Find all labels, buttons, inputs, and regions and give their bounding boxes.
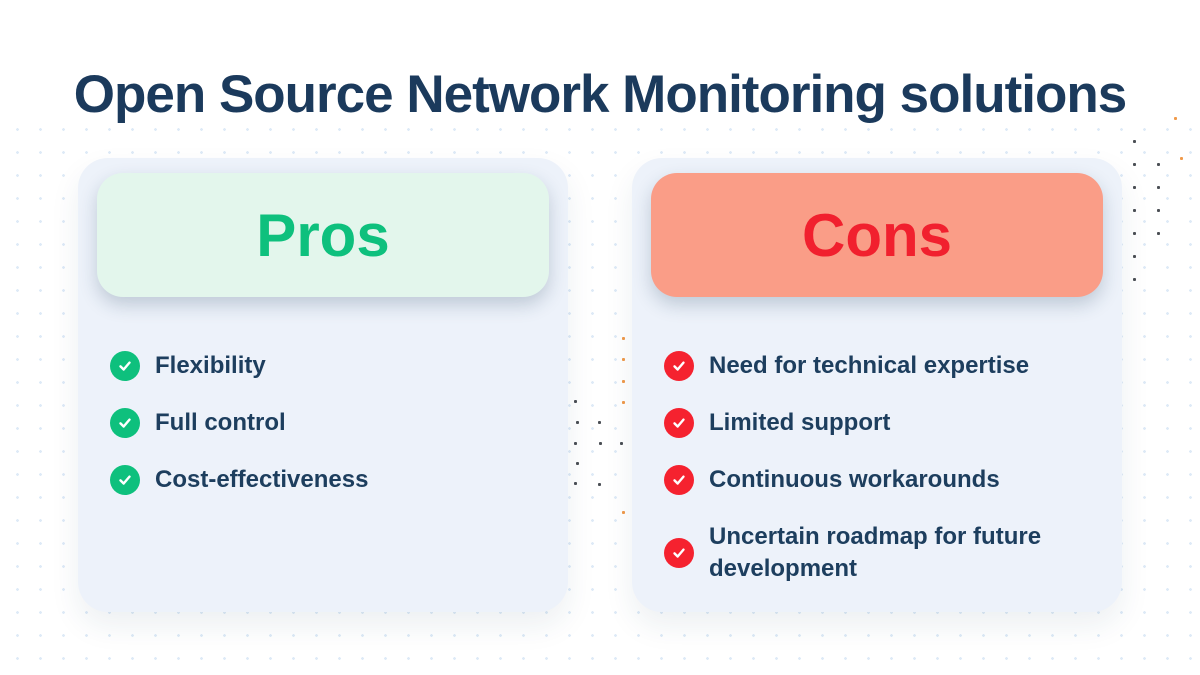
accent-dot xyxy=(1133,186,1136,189)
accent-dot xyxy=(574,400,577,403)
accent-dot xyxy=(1157,163,1160,166)
list-item: Continuous workarounds xyxy=(664,464,1106,496)
cons-header-pill: Cons xyxy=(651,173,1103,297)
list-item: Flexibility xyxy=(110,350,552,382)
pros-header-label: Pros xyxy=(256,201,390,269)
accent-dot xyxy=(574,482,577,485)
list-item: Cost-effectiveness xyxy=(110,464,552,496)
accent-dot xyxy=(1157,232,1160,235)
list-item-label: Need for technical expertise xyxy=(709,352,1030,379)
accent-dot xyxy=(1157,186,1160,189)
page-title: Open Source Network Monitoring solutions xyxy=(73,65,1127,124)
check-circle-icon xyxy=(664,538,694,568)
accent-dot xyxy=(1133,163,1136,166)
accent-dot xyxy=(622,380,625,383)
list-item-label: Full control xyxy=(155,409,286,436)
list-item-label: Cost-effectiveness xyxy=(155,466,369,493)
accent-dot xyxy=(622,358,625,361)
list-item: Uncertain roadmap for future development xyxy=(664,521,1106,585)
check-circle-icon xyxy=(664,351,694,381)
cons-card: Cons Need for technical expertise Limite… xyxy=(632,158,1122,612)
accent-dot xyxy=(1180,157,1183,160)
check-circle-icon xyxy=(110,408,140,438)
list-item-label: Continuous workarounds xyxy=(709,466,1000,493)
pros-card: Pros Flexibility Full control Cost-effec… xyxy=(78,158,568,612)
accent-dot xyxy=(574,442,577,445)
list-item: Need for technical expertise xyxy=(664,350,1106,382)
cons-header-label: Cons xyxy=(802,201,952,269)
check-circle-icon xyxy=(110,465,140,495)
accent-dot xyxy=(1133,278,1136,281)
list-item-label: Limited support xyxy=(709,409,891,436)
cons-list: Need for technical expertise Limited sup… xyxy=(664,350,1106,610)
accent-dot xyxy=(598,421,601,424)
accent-dot xyxy=(622,401,625,404)
accent-dot xyxy=(620,442,623,445)
accent-dot xyxy=(599,442,602,445)
accent-dot xyxy=(1133,209,1136,212)
accent-dot xyxy=(622,337,625,340)
list-item: Limited support xyxy=(664,407,1106,439)
accent-dot xyxy=(576,421,579,424)
accent-dot xyxy=(622,511,625,514)
accent-dot xyxy=(1174,117,1177,120)
list-item: Full control xyxy=(110,407,552,439)
accent-dot xyxy=(598,483,601,486)
check-circle-icon xyxy=(664,408,694,438)
list-item-label: Flexibility xyxy=(155,352,266,379)
accent-dot xyxy=(576,462,579,465)
accent-dot xyxy=(1157,209,1160,212)
accent-dot xyxy=(1133,255,1136,258)
accent-dot xyxy=(1133,232,1136,235)
check-circle-icon xyxy=(110,351,140,381)
check-circle-icon xyxy=(664,465,694,495)
accent-dot xyxy=(1133,140,1136,143)
pros-list: Flexibility Full control Cost-effectiven… xyxy=(110,350,552,521)
list-item-label: Uncertain roadmap for future development xyxy=(709,523,1042,582)
pros-header-pill: Pros xyxy=(97,173,549,297)
